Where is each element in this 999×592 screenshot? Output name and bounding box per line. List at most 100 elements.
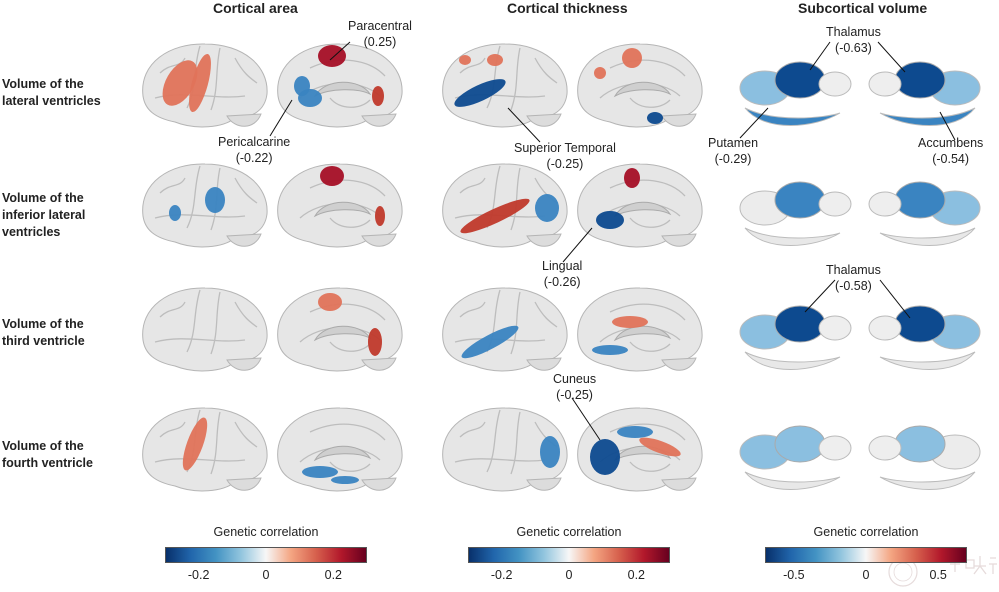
annotation-superior-temporal: Superior Temporal(-0.25) [514,140,616,172]
corpus-callosum [313,445,372,462]
row-label-line: Volume of the [2,439,84,453]
annotation-name: Paracentral [348,19,412,33]
subcortical-structures [868,425,981,490]
caudate-shape [818,435,852,461]
lateral-brain-surface [142,163,268,248]
sulcus-line [234,57,258,84]
thalamus-shape [894,181,946,219]
subcortical-structures [868,181,981,246]
annotation-leader-line [877,41,906,73]
cerebellum-shape [661,233,697,247]
annotation-leader-line [329,41,351,61]
cerebrum-outline [142,287,268,372]
thalamus-shape [774,305,826,343]
highlighted-region [162,60,198,106]
column-title-cortical-area: Cortical area [213,0,298,16]
sulcus-line [309,423,386,441]
cerebellum-shape [226,233,262,247]
caudate-shape [868,315,902,341]
watermark-brush-stroke [973,556,987,575]
caudate-shape [818,191,852,217]
cerebellum-shape [361,113,397,127]
sulcus-line [459,57,486,74]
highlighted-region [460,198,530,234]
sulcus-line [609,303,686,321]
sulcus-line [329,217,371,228]
cerebrum-outline [442,43,568,128]
colorbar-title: Genetic correlation [813,525,919,539]
hippocampus-shape [744,471,841,490]
cerebellum-shape [361,477,397,491]
highlighted-region [592,345,628,355]
sulcus-line [609,423,686,441]
highlighted-region [590,439,620,475]
sulcus-line [234,421,258,448]
sulcus-line [186,289,201,353]
subcortical-structures [868,61,981,126]
sulcus-line [186,165,201,229]
highlighted-region [622,48,642,68]
annotation-leader-line [739,107,769,139]
highlighted-region [368,328,382,356]
cerebellum-shape [526,477,562,491]
colorbar-gradient [765,547,967,563]
medial-brain-surface [577,287,703,372]
cerebellum-shape [526,357,562,371]
cerebellum-shape [526,233,562,247]
cerebellum-shape [226,477,262,491]
highlighted-region [318,45,346,67]
thalamus-shape [774,61,826,99]
medial-brain-surface [577,163,703,248]
colorbar-tick-label: 0 [862,568,870,582]
colorbar-tick-label: 0 [262,568,270,582]
annotation-value: (-0.25) [556,388,593,402]
colorbar-gradient [165,547,367,563]
annotation-value: (-0.58) [835,279,872,293]
sulcus-line [309,179,386,197]
sulcus-line [459,177,486,194]
medial-brain-surface [277,407,403,492]
annotation-value: (-0.26) [543,275,581,289]
sulcus-line [329,97,371,108]
medial-brain-surface [577,43,703,128]
annotation-putamen: Putamen(-0.29) [708,135,758,167]
sulcus-line [629,341,671,352]
caudate-shape [818,71,852,97]
annotation-value: (-0.22) [235,151,273,165]
sulcus-line [159,57,186,74]
highlighted-region [596,211,624,229]
sulcus-line [454,458,546,463]
subcortical-structures [868,305,981,370]
caudate-shape [868,191,902,217]
hippocampus-shape [744,351,841,370]
colorbar-tick-label: 0 [565,568,573,582]
subcortical-structures [739,61,852,126]
highlighted-region [318,293,342,311]
sulcus-line [486,45,501,109]
row-label-line: inferior lateral [2,208,86,222]
annotation-cuneus: Cuneus(-0.25) [553,371,596,403]
corpus-callosum [613,325,672,342]
lateral-brain-surface [142,287,268,372]
colorbar-tick-label: -0.2 [490,568,513,582]
annotation-value: (-0.54) [932,152,970,166]
annotation-value: (-0.25) [546,157,584,171]
sulcus-line [210,291,221,355]
colorbar-tick-label: -0.5 [783,568,805,582]
watermark-brush-stroke [965,559,975,569]
caudate-shape [818,315,852,341]
row-label-line: Volume of the [2,77,84,91]
highlighted-region [454,79,506,107]
annotation-thalamus-row3: Thalamus(-0.58) [826,262,881,294]
highlighted-region [617,426,653,438]
medial-brain-surface [277,43,403,128]
highlighted-region [647,112,663,124]
thalamus-shape [894,305,946,343]
colorbar-title: Genetic correlation [213,525,319,539]
hippocampus-shape [879,351,976,370]
highlighted-region [639,437,681,457]
sulcus-line [629,461,671,472]
lateral-brain-surface [442,43,568,128]
